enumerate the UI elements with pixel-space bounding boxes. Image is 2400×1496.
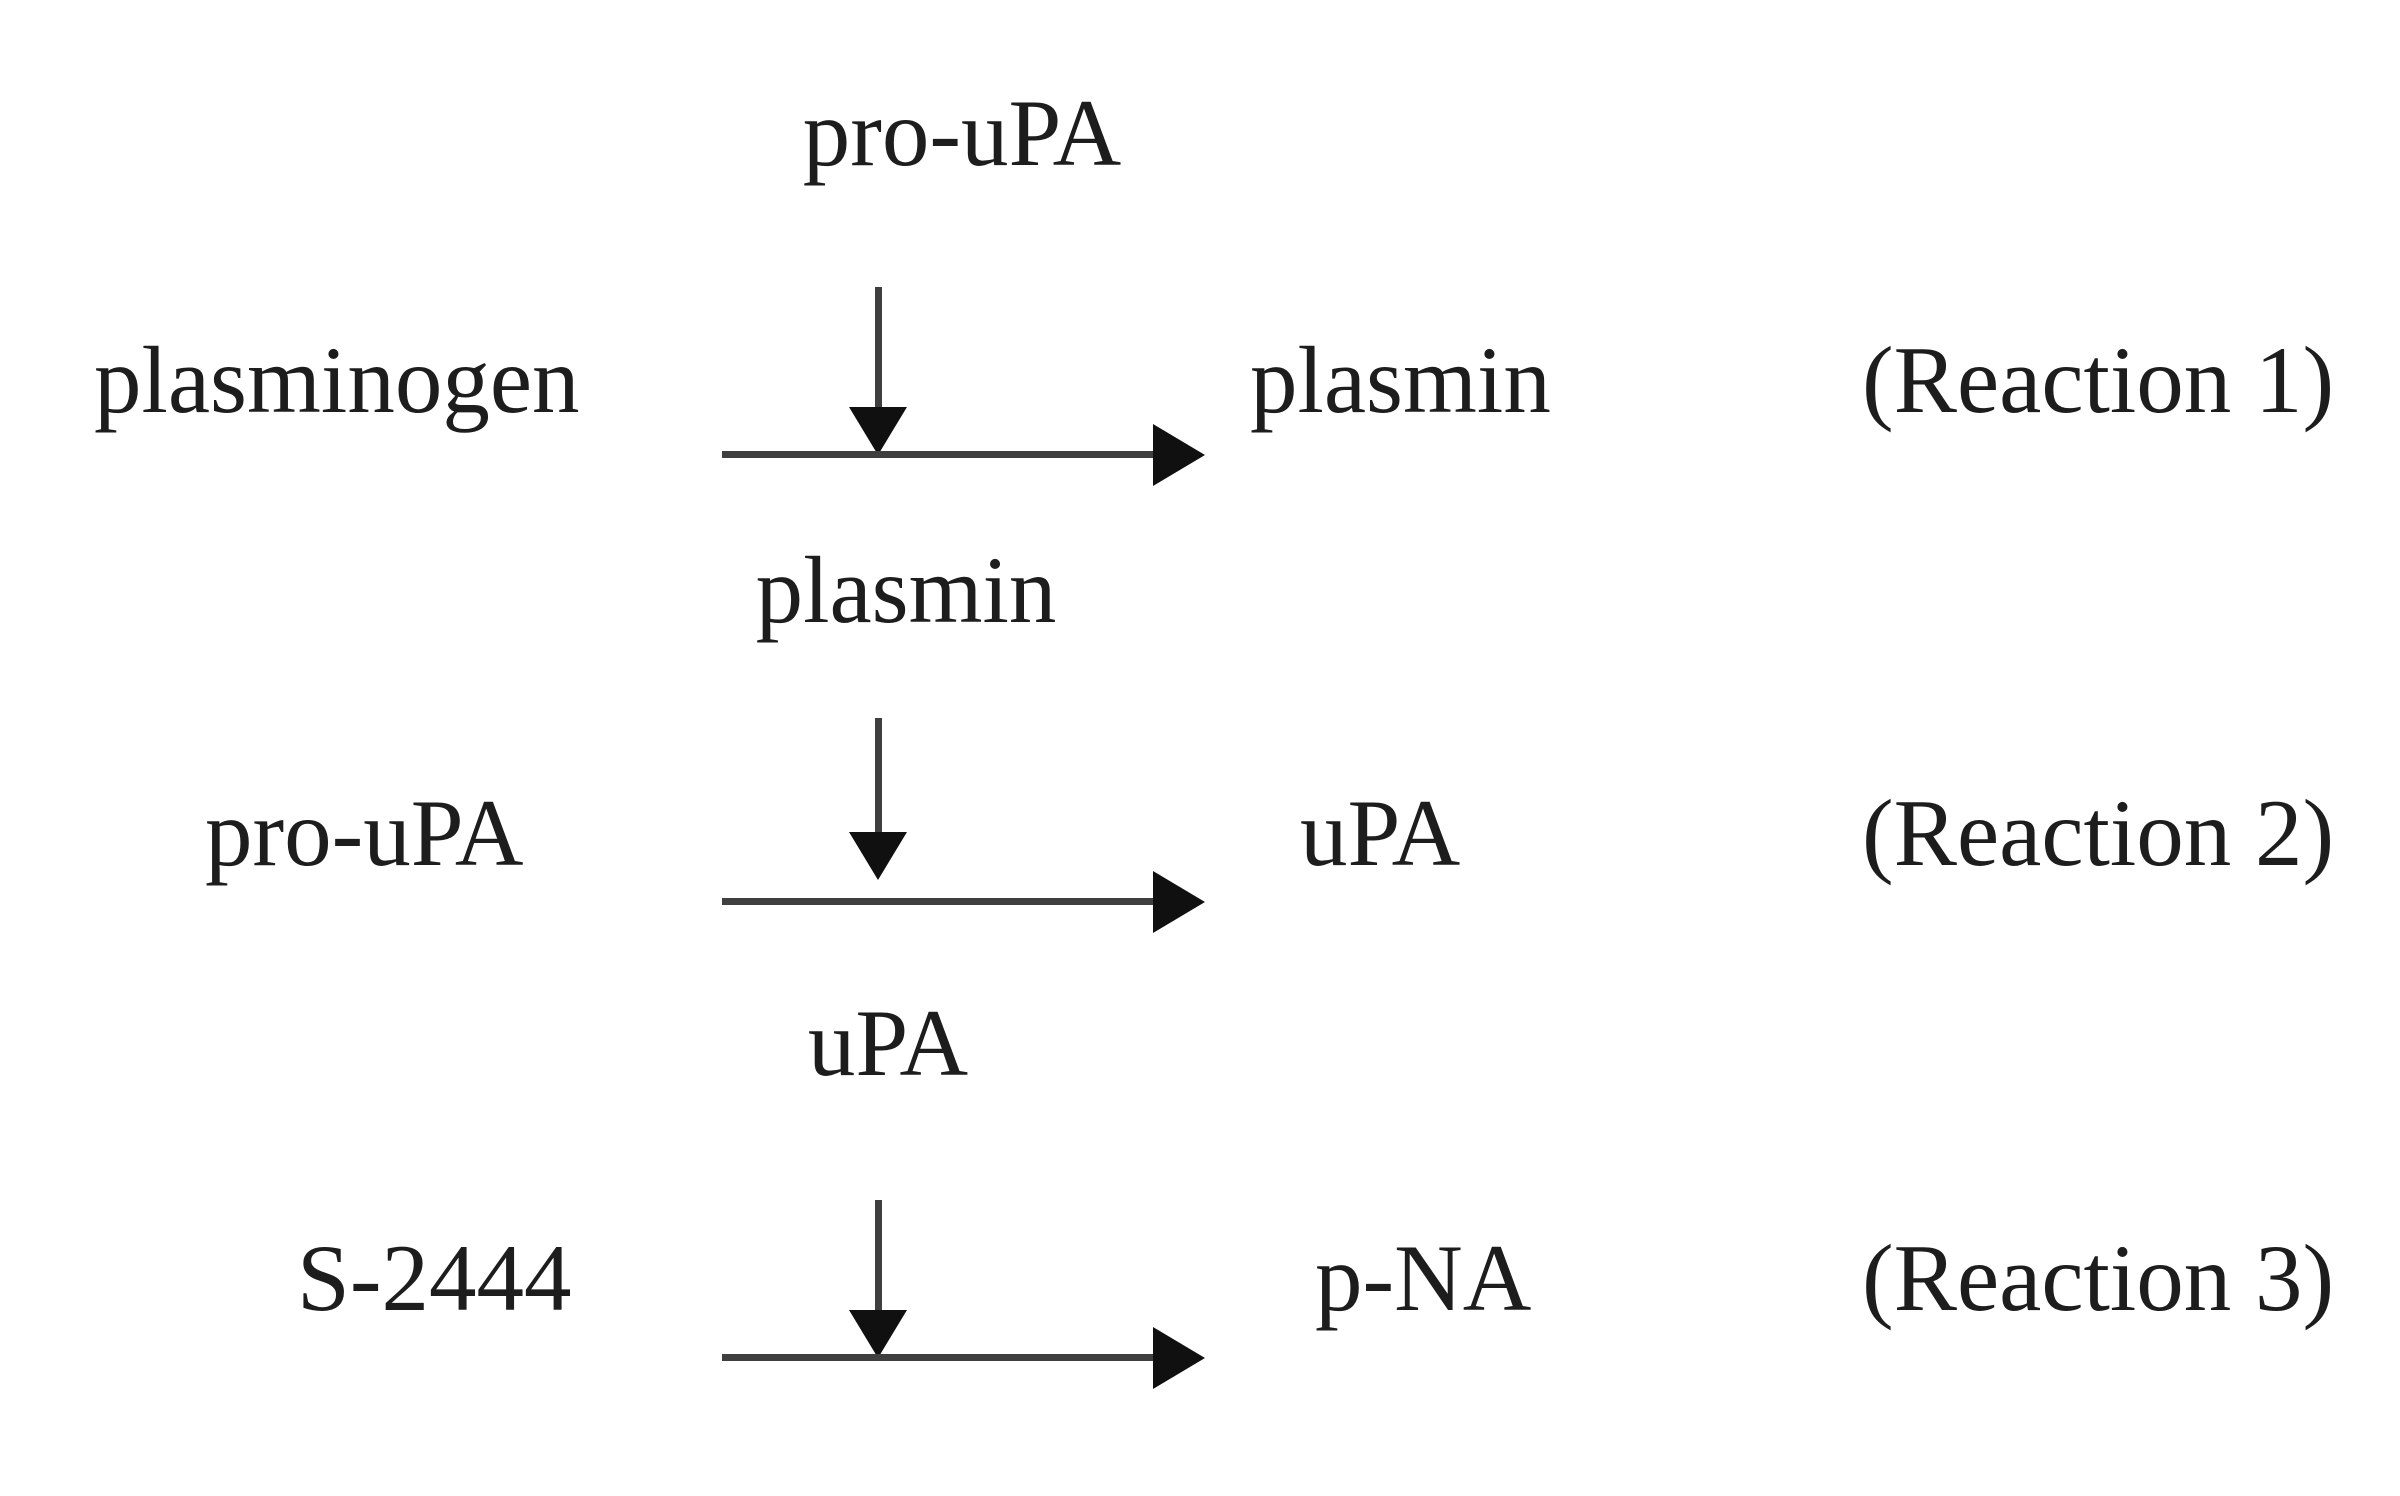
reaction-2-arrow-line bbox=[722, 898, 1160, 905]
reaction-3-right-arrowhead-icon bbox=[1153, 1327, 1205, 1389]
reaction-2-enzyme-arrow-line bbox=[875, 718, 882, 835]
reaction-1-tag: (Reaction 1) bbox=[1862, 327, 2335, 433]
reaction-1-down-arrowhead-icon bbox=[849, 407, 907, 455]
reaction-3-enzyme-arrow-line bbox=[875, 1200, 882, 1315]
reaction-1-enzyme-arrow-line bbox=[875, 287, 882, 410]
reaction-1-arrow-line bbox=[722, 451, 1160, 458]
reaction-2-enzyme-label: plasmin bbox=[755, 537, 1057, 643]
reaction-1-enzyme-label: pro-uPA bbox=[802, 80, 1122, 186]
reaction-2-substrate-label: pro-uPA bbox=[205, 780, 524, 886]
reaction-2-right-arrowhead-icon bbox=[1153, 871, 1205, 933]
reaction-1-right-arrowhead-icon bbox=[1153, 424, 1205, 486]
reaction-3-substrate-label: S-2444 bbox=[297, 1225, 572, 1331]
reaction-3-tag: (Reaction 3) bbox=[1862, 1225, 2335, 1331]
reaction-3-product-label: p-NA bbox=[1315, 1225, 1532, 1331]
reaction-2-down-arrowhead-icon bbox=[849, 832, 907, 880]
reaction-3-arrow-line bbox=[722, 1354, 1160, 1361]
reaction-2-tag: (Reaction 2) bbox=[1862, 780, 2335, 886]
reaction-1-product-label: plasmin bbox=[1250, 327, 1551, 433]
reaction-1-substrate-label: plasminogen bbox=[94, 327, 580, 433]
reaction-3-enzyme-label: uPA bbox=[807, 990, 969, 1096]
reaction-3-down-arrowhead-icon bbox=[849, 1310, 907, 1358]
reaction-2-product-label: uPA bbox=[1300, 780, 1461, 886]
